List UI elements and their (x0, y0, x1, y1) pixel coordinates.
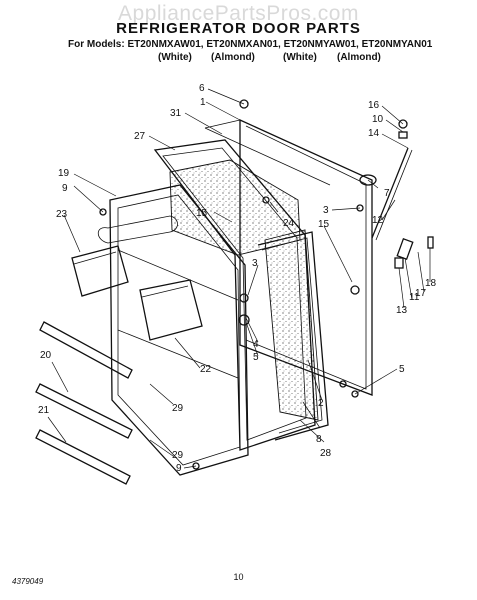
hinge-hardware (99, 99, 434, 470)
callout-5-center: 5 (253, 352, 259, 363)
callout-31: 31 (170, 108, 182, 119)
callout-13: 13 (396, 305, 408, 316)
color-label-4: (Almond) (337, 52, 381, 63)
callout-9-lower: 9 (176, 463, 182, 474)
callout-27: 27 (134, 131, 146, 142)
callout-5-right: 5 (399, 364, 405, 375)
shelf-rails (35, 321, 133, 485)
callout-6: 6 (199, 83, 205, 94)
callout-29-upper: 29 (172, 403, 184, 414)
models-line: For Models: ET20NMXAW01, ET20NMXAN01, ET… (68, 39, 433, 50)
callout-21: 21 (38, 405, 50, 416)
callout-3-right: 3 (323, 205, 329, 216)
callout-18: 18 (425, 278, 437, 289)
color-label-1: (White) (158, 52, 192, 63)
callout-20: 20 (40, 350, 52, 361)
callout-29-lower: 29 (172, 450, 184, 461)
color-label-3: (White) (283, 52, 317, 63)
callout-4: 4 (253, 339, 259, 350)
callout-22: 22 (200, 364, 212, 375)
callout-1: 1 (200, 97, 206, 108)
callout-leader-lines (47, 88, 431, 469)
callout-28: 28 (320, 448, 332, 459)
door-gasket (257, 231, 329, 441)
document-number: 4379049 (12, 577, 44, 586)
watermark-text: AppliancePartsPros.com (118, 2, 359, 25)
door-liner-frame (153, 139, 316, 451)
callout-2: 2 (318, 398, 324, 409)
callout-19: 19 (58, 168, 70, 179)
callout-3-center: 3 (252, 258, 258, 269)
callout-24: 24 (283, 218, 295, 229)
page-title: REFRIGERATOR DOOR PARTS (116, 20, 361, 37)
callout-9-upper: 9 (62, 183, 68, 194)
callout-16: 16 (368, 100, 380, 111)
callout-14: 14 (368, 128, 380, 139)
callout-15-right: 15 (318, 219, 330, 230)
callout-12: 12 (372, 215, 384, 226)
callout-10: 10 (372, 114, 384, 125)
callout-11: 11 (409, 292, 420, 303)
page-number: 10 (233, 572, 244, 582)
callout-7: 7 (384, 188, 390, 199)
callout-15-left: 15 (196, 208, 208, 219)
callout-8: 8 (316, 434, 322, 445)
callout-labels: 6 1 31 27 19 9 23 15 24 3 15 16 10 14 7 … (38, 83, 437, 474)
front-door-assembly (71, 184, 249, 476)
callout-17: 17 (415, 288, 427, 299)
callout-23: 23 (56, 209, 68, 220)
color-label-2: (Almond) (211, 52, 255, 63)
